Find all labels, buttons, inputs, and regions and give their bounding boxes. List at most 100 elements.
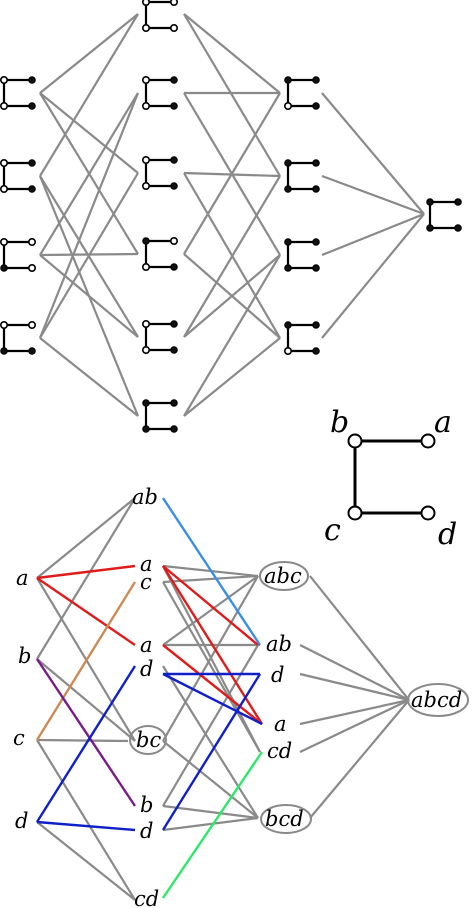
edge-red-mid-2 — [162, 644, 263, 725]
bracket-path — [144, 158, 174, 188]
bracket-path — [2, 78, 32, 108]
lower-lattice-labels: a b c d ab a c a d bc b d cd abc ab d a … — [13, 485, 469, 908]
glyph-node — [283, 102, 292, 111]
glyph-node — [28, 159, 36, 167]
right-ellipse-abc — [259, 561, 309, 591]
glyph-node — [0, 102, 8, 110]
glyph-node — [0, 238, 8, 246]
lower-lattice-colored-edges — [35, 497, 264, 899]
glyph-node — [170, 320, 178, 328]
glyph-node — [283, 346, 292, 355]
bracket-path — [144, 78, 174, 108]
left-label-b: b — [18, 644, 31, 668]
glyph-node — [284, 185, 292, 193]
glyph-node — [454, 198, 462, 206]
bracket-path — [428, 200, 458, 230]
glyph-node — [170, 182, 178, 190]
glyph-node — [170, 23, 179, 32]
glyph-node — [284, 76, 292, 84]
bracket-path — [144, 0, 174, 30]
edge-purple — [36, 658, 136, 807]
glyph-node — [142, 425, 150, 433]
key-label-a: a — [434, 405, 452, 440]
bracket-path — [144, 239, 174, 269]
middle-label-a-2: a — [140, 633, 153, 657]
bracket-path — [144, 322, 174, 352]
glyph-node — [142, 237, 150, 245]
bracket-glyph — [142, 399, 178, 433]
glyph-node — [142, 319, 151, 328]
middle-label-bc: bc — [136, 728, 161, 752]
middle-label-cd: cd — [134, 887, 159, 908]
edge-blue-d-lower — [35, 665, 137, 823]
bracket-path — [2, 240, 32, 270]
bracket-glyph — [142, 237, 179, 271]
glyph-node — [142, 399, 150, 407]
glyph-node — [0, 185, 8, 193]
key-label-d: d — [438, 517, 457, 552]
glyph-node — [170, 263, 178, 271]
bracket-glyph — [142, 319, 178, 354]
glyph-node — [312, 238, 320, 246]
glyph-node — [0, 76, 8, 84]
bracket-path — [286, 161, 316, 191]
glyph-node — [426, 224, 434, 232]
upper-lattice-edges — [38, 13, 425, 417]
edge-red-a-upper — [36, 564, 136, 580]
bracket-glyph — [0, 159, 36, 193]
glyph-node — [312, 347, 320, 355]
bracket-path — [2, 323, 32, 353]
right-ellipse-bcd — [260, 804, 312, 834]
bracket-glyph — [0, 320, 36, 355]
glyph-node — [312, 76, 320, 84]
glyph-node — [142, 23, 151, 32]
glyph-node — [170, 399, 178, 407]
bracket-glyph — [0, 238, 36, 272]
bracket-glyph — [0, 76, 36, 110]
edge-blue-mid-3 — [162, 672, 263, 726]
key-graph: b a c d — [324, 405, 457, 552]
glyph-node — [142, 0, 150, 6]
bracket-glyph — [283, 321, 320, 355]
glyph-node — [284, 321, 292, 329]
glyph-node — [142, 156, 151, 165]
glyph-node — [312, 264, 320, 272]
glyph-node — [312, 102, 320, 110]
edge-light-blue — [161, 497, 262, 646]
glyph-node — [426, 198, 434, 206]
glyph-node — [142, 76, 151, 85]
bracket-path — [286, 240, 316, 270]
key-node-d — [420, 505, 436, 521]
glyph-node — [28, 347, 36, 355]
bracket-glyph — [426, 198, 462, 232]
glyph-node — [170, 0, 178, 6]
glyph-node — [142, 262, 151, 271]
middle-label-c: c — [140, 570, 152, 594]
edge-red-a-lower — [36, 577, 136, 646]
middle-label-d-1: d — [140, 657, 153, 681]
glyph-node — [142, 345, 151, 354]
edge-blue-mid-2 — [161, 673, 262, 831]
glyph-node — [170, 102, 178, 110]
key-label-c: c — [324, 513, 341, 548]
bracket-glyph — [284, 238, 320, 272]
right-label-bcd: bcd — [265, 807, 304, 831]
right-label-abc: abc — [264, 564, 302, 588]
edge-tan — [35, 581, 137, 741]
glyph-node — [0, 159, 8, 167]
glyph-node — [170, 237, 179, 246]
glyph-node — [284, 159, 292, 167]
glyph-node — [170, 156, 178, 164]
glyph-node — [27, 320, 36, 329]
lower-lattice-edges — [36, 497, 410, 901]
right-label-ab: ab — [266, 632, 292, 656]
middle-label-d-2: d — [140, 819, 153, 843]
bracket-path — [2, 161, 32, 191]
left-label-d: d — [15, 809, 28, 833]
glyph-node — [28, 76, 36, 84]
glyph-node — [312, 159, 320, 167]
middle-label-a-1: a — [140, 552, 153, 576]
glyph-node — [284, 238, 292, 246]
bracket-glyph — [284, 159, 320, 193]
